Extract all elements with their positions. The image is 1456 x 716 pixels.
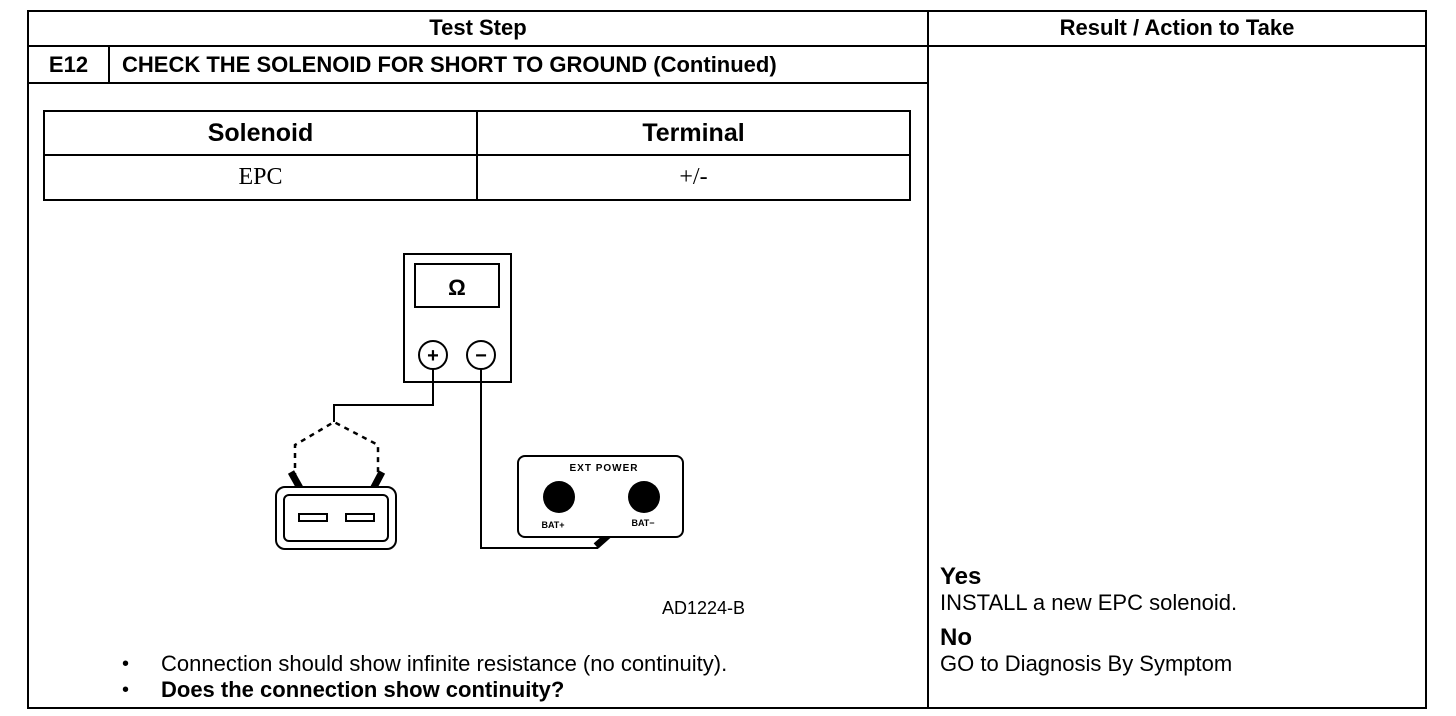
negative-lead-wire xyxy=(480,369,598,549)
ohmmeter-display xyxy=(414,263,500,308)
procedure-table xyxy=(27,10,1427,709)
step-id-divider xyxy=(108,46,110,83)
no-label: No xyxy=(940,624,972,651)
solenoid-table-column-divider xyxy=(476,110,478,201)
positive-lead-dashed-split xyxy=(293,420,380,478)
header-divider xyxy=(27,45,1427,47)
solenoid-cell: EPC xyxy=(238,164,283,190)
step-title: CHECK THE SOLENOID FOR SHORT TO GROUND (… xyxy=(122,52,777,77)
step-title-divider xyxy=(27,82,928,84)
bat-pos-label: BAT+ xyxy=(541,520,564,530)
connector-pin-left xyxy=(298,513,328,522)
column-divider xyxy=(927,10,929,709)
solenoid-connector-icon xyxy=(275,486,397,550)
bullet-icon: • xyxy=(122,653,130,675)
solenoid-column-header: Solenoid xyxy=(207,119,314,147)
bullet-text-question: Does the connection show continuity? xyxy=(161,677,565,702)
bullet-icon: • xyxy=(122,679,130,701)
terminal-column-header: Terminal xyxy=(642,119,745,147)
header-test-step: Test Step xyxy=(429,15,527,40)
terminal-cell: +/- xyxy=(679,164,708,190)
bat-neg-label: BAT− xyxy=(631,518,654,528)
positive-lead-wire xyxy=(333,369,434,422)
ohm-symbol-icon: Ω xyxy=(448,275,466,300)
figure-id: AD1224-B xyxy=(662,598,745,618)
yes-label: Yes xyxy=(940,563,982,590)
yes-action: INSTALL a new EPC solenoid. xyxy=(940,590,1238,615)
ext-power-box xyxy=(517,455,684,538)
connector-pin-right xyxy=(345,513,375,522)
ext-power-label: EXT POWER xyxy=(569,463,638,474)
step-id: E12 xyxy=(48,52,89,77)
no-action: GO to Diagnosis By Symptom xyxy=(940,651,1233,676)
bat-pos-terminal-icon xyxy=(543,481,575,513)
bat-neg-terminal-icon xyxy=(628,481,660,513)
plus-symbol: + xyxy=(427,345,439,367)
bullet-text-infinite-resistance: Connection should show infinite resistan… xyxy=(161,651,728,676)
minus-symbol: − xyxy=(475,345,487,367)
header-result-action: Result / Action to Take xyxy=(1059,15,1295,40)
solenoid-connector-inner xyxy=(283,494,389,542)
